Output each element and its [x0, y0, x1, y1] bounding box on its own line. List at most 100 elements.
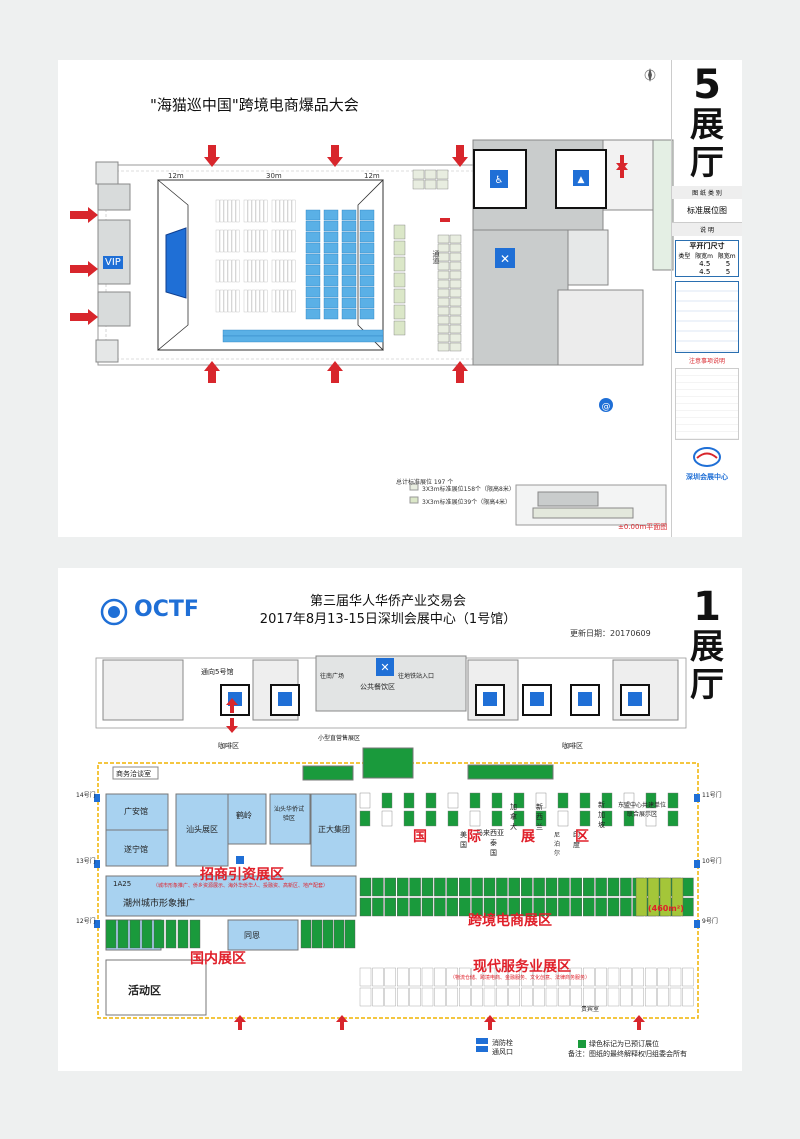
service-booth [620, 987, 632, 1007]
hall5-char2: 厅 [690, 143, 724, 183]
blue-booth [323, 264, 339, 276]
cbe-booth [496, 897, 508, 917]
guangan-label: 广安馆 [124, 807, 148, 816]
cbe-booth-lime [647, 877, 660, 917]
seat [275, 199, 280, 223]
zone-modern-sub: （物流仓储、跨境电商、金融服务、文化创意、法律商务服务） [450, 975, 591, 981]
blue-booth [305, 297, 321, 309]
cbe-booth [434, 897, 446, 917]
malaysia-label: 马来西亚 [476, 829, 504, 837]
cbe-booth-lime [635, 877, 648, 917]
seat [279, 289, 284, 313]
cbe-booth [583, 897, 595, 917]
cbe-booth [483, 877, 496, 897]
booth-small [393, 240, 406, 256]
seat [255, 289, 260, 313]
symbol-legend [675, 281, 739, 353]
seat [287, 229, 292, 253]
seat [247, 199, 252, 223]
seat [263, 199, 268, 223]
booth-small [436, 169, 449, 180]
booth-small [437, 306, 450, 316]
door-table: 平开门尺寸 类型 限宽m 限宽m 4.5 5 4.5 5 [675, 240, 739, 277]
service-booth [545, 987, 558, 1007]
blue-booth [359, 297, 375, 309]
zone-invest-sub: （城市形象推广、侨乡资源展示、海外华侨华人、投融资、高新区、地产配套） [153, 883, 329, 889]
seat [259, 199, 264, 223]
booth-small [437, 279, 450, 289]
seat [247, 259, 252, 283]
intl-booth [601, 810, 613, 827]
a25-label: 1A25 [113, 880, 132, 888]
type-value: 标准展位图 [672, 199, 742, 223]
booth-small [449, 270, 462, 280]
booth-small [449, 333, 462, 343]
door-cols: 类型 限宽m 限宽m [676, 251, 738, 260]
hall1-sidebar: 1 展 厅 [672, 568, 742, 1071]
seat [283, 289, 288, 313]
intl-booth [535, 792, 547, 809]
seat [219, 289, 224, 313]
usa-label: 美国 [460, 831, 467, 849]
intl-booth [381, 810, 393, 827]
service-booth [508, 987, 520, 1007]
service-booth [607, 987, 620, 1007]
seating-grid [215, 199, 296, 313]
cbe-booth [421, 877, 434, 897]
exit-11: 11号门 [702, 792, 722, 799]
booth-small [449, 252, 462, 262]
booth-small [449, 297, 462, 307]
blue-booth [341, 275, 357, 287]
blue-booth [323, 220, 339, 232]
zone-cbe-label: 跨境电商展区 [468, 913, 552, 929]
service-booth [471, 987, 483, 1007]
shantou-hall-label: 汕头展区 [186, 825, 218, 834]
blue-booth [341, 209, 357, 221]
cbe-booth [372, 877, 384, 897]
type-header: 图 纸 类 别 [672, 186, 742, 199]
booth-small [393, 288, 406, 304]
service-booth [570, 987, 582, 1007]
hall1-plan-svg: ✕ [94, 598, 700, 1052]
blue-booth [323, 308, 339, 320]
subway-label: 往地铁站入口 [398, 673, 435, 680]
service-booth [372, 987, 384, 1007]
asean-label: 东盟中心共建单位联合展示区 [618, 802, 667, 818]
domestic-booth [322, 919, 334, 949]
svg-text:♿: ♿ [495, 175, 504, 186]
seat [231, 289, 236, 313]
service-booth [669, 987, 682, 1007]
blue-booth [359, 231, 375, 243]
blue-booth [359, 242, 375, 254]
blue-booth [341, 253, 357, 265]
booth-small [424, 169, 437, 180]
seat [219, 229, 224, 253]
cbe-booth [384, 877, 396, 897]
hall5-char1: 展 [690, 105, 724, 145]
jiangmen-label: 鹤岭 [236, 811, 252, 820]
booth-small [449, 315, 462, 325]
svg-text:▲: ▲ [578, 175, 585, 185]
service-booth [657, 967, 669, 987]
seat [223, 289, 228, 313]
service-booth [372, 967, 384, 987]
service-booth [359, 967, 372, 987]
service-booth [359, 987, 372, 1007]
canada-label: 加拿大 [510, 803, 517, 831]
service-booth [545, 967, 558, 987]
dim-left: 12m [168, 172, 184, 180]
copyright-note: 备注：图纸的最终解释权归组委会所有 [568, 1050, 687, 1058]
exit-12: 12号门 [76, 918, 96, 925]
blue-booth [305, 264, 321, 276]
seat [219, 199, 224, 223]
service-booth [421, 967, 434, 987]
seat [259, 259, 264, 283]
seat [271, 229, 276, 253]
service-booth [409, 967, 421, 987]
seat [275, 289, 280, 313]
cbe-booth [508, 897, 520, 917]
domestic-booth [344, 919, 356, 949]
cbe-booth [595, 897, 607, 917]
cbe-booth [521, 877, 533, 897]
cbe-booth [558, 877, 570, 897]
